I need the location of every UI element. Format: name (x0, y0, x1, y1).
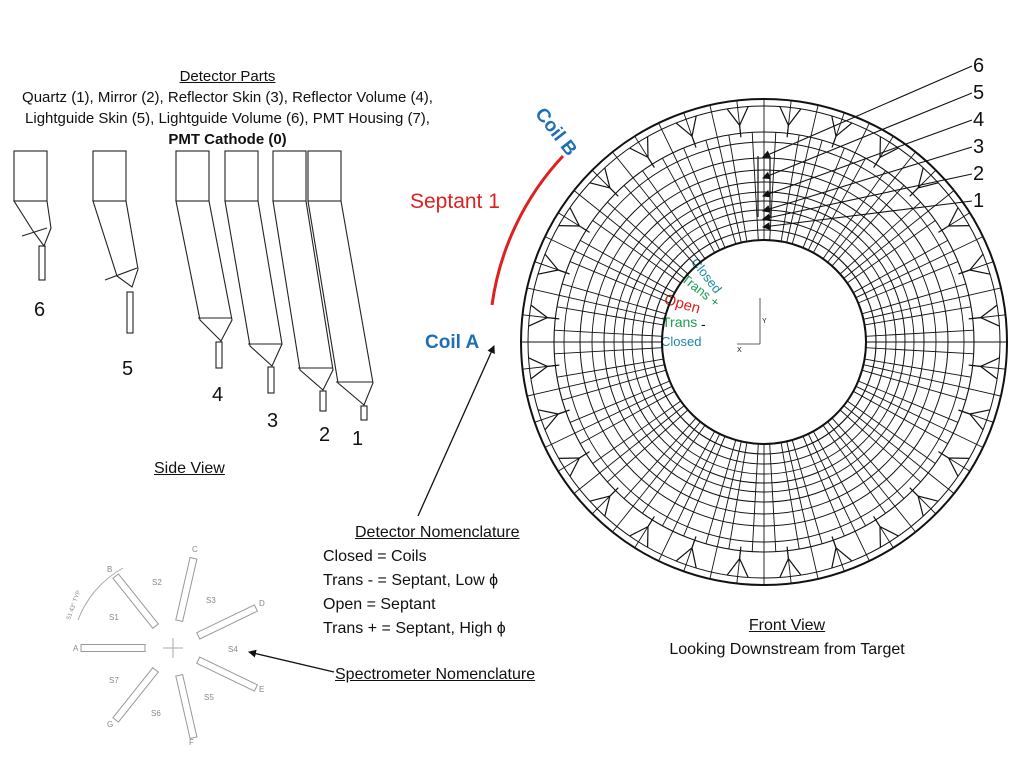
spec-coil-d: D (259, 599, 265, 608)
side-label-2: 2 (319, 424, 331, 446)
spec-coil-e: E (259, 685, 264, 694)
spectrometer-arrow (248, 649, 335, 673)
side-label-5: 5 (122, 358, 134, 380)
detector-parts-line3: PMT Cathode (0) (168, 131, 287, 148)
front-view-drawing (520, 98, 1008, 586)
spec-coil-b: B (107, 565, 112, 574)
leader-2 (762, 173, 973, 222)
side-label-4: 4 (212, 384, 224, 406)
region-trans-minus-sign: - (701, 316, 706, 332)
detector-nomenclature-title: Detector Nomenclature (355, 524, 520, 541)
detector-ring-6-side (13, 150, 52, 281)
spec-s2: S2 (152, 578, 162, 587)
nomenclature-arrow (417, 345, 495, 517)
region-closed-bottom: Closed (661, 334, 702, 349)
spec-coil-f: F (189, 738, 194, 747)
detector-ring-4-side (175, 150, 233, 369)
side-label-1: 1 (352, 428, 364, 450)
spec-coil-g: G (107, 720, 113, 729)
detector-parts-block: Detector Parts Quartz (1), Mirror (2), R… (0, 66, 455, 150)
xy-axes (737, 298, 761, 345)
detector-parts-line1: Quartz (1), Mirror (2), Reflector Skin (… (22, 89, 433, 106)
detector-ring-1-side (307, 150, 374, 421)
spec-s5: S5 (204, 693, 214, 702)
ring-label-6: 6 (973, 55, 985, 77)
spectrometer-labels: A B C D E F G S1 S2 S3 S4 S5 S6 S7 51.43… (66, 545, 265, 747)
leader-6 (762, 65, 973, 158)
detector-ring-5-side (92, 150, 139, 334)
leader-1 (762, 200, 973, 231)
nomenclature-line: Trans - = Septant, Low ϕ (323, 572, 499, 589)
side-label-3: 3 (267, 410, 279, 432)
septant-1-arc (490, 154, 565, 306)
side-view-drawing (13, 150, 374, 421)
leader-4 (762, 119, 973, 198)
detector-parts-title: Detector Parts (179, 68, 276, 85)
side-label-6: 6 (34, 299, 46, 321)
leader-3 (762, 146, 973, 213)
detector-parts-line2: Lightguide Skin (5), Lightguide Volume (… (25, 110, 430, 127)
detector-nomenclature: Detector Nomenclature Closed = Coils Tra… (323, 521, 520, 641)
spec-coil-c: C (192, 545, 198, 554)
leader-5 (762, 92, 973, 180)
front-view-caption-line1: Front View (748, 617, 826, 634)
ring-label-1: 1 (973, 190, 985, 212)
ring-label-2: 2 (973, 163, 985, 185)
spec-s6: S6 (151, 709, 161, 718)
ring-label-3: 3 (973, 136, 985, 158)
nomenclature-line: Trans + = Septant, High ϕ (323, 620, 506, 637)
nomenclature-line: Open = Septant (323, 596, 436, 613)
axis-y-label: Y (762, 318, 767, 325)
ring-leaders (762, 65, 973, 231)
spec-coil-a: A (73, 644, 79, 653)
detector-ring-2-side (272, 150, 334, 412)
spec-s3: S3 (206, 596, 216, 605)
front-view-caption-line2: Looking Downstream from Target (669, 641, 905, 658)
spectrometer-drawing (77, 556, 259, 740)
spec-s7: S7 (109, 676, 119, 685)
front-view-caption: Front View Looking Downstream from Targe… (640, 614, 934, 662)
axis-x-label: X (737, 347, 742, 354)
region-trans-minus: Trans (662, 314, 698, 330)
spectrometer-caption: Spectrometer Nomenclature (335, 666, 536, 683)
detector-ring-3-side (224, 150, 283, 394)
ring-label-5: 5 (973, 82, 985, 104)
side-view-caption: Side View (154, 460, 225, 477)
spec-s4: S4 (228, 645, 238, 654)
spec-s1: S1 (109, 613, 119, 622)
septant-1-label: Septant 1 (410, 190, 500, 213)
nomenclature-line: Closed = Coils (323, 548, 427, 565)
ring-label-4: 4 (973, 109, 985, 131)
coil-a-label: Coil A (425, 332, 480, 353)
